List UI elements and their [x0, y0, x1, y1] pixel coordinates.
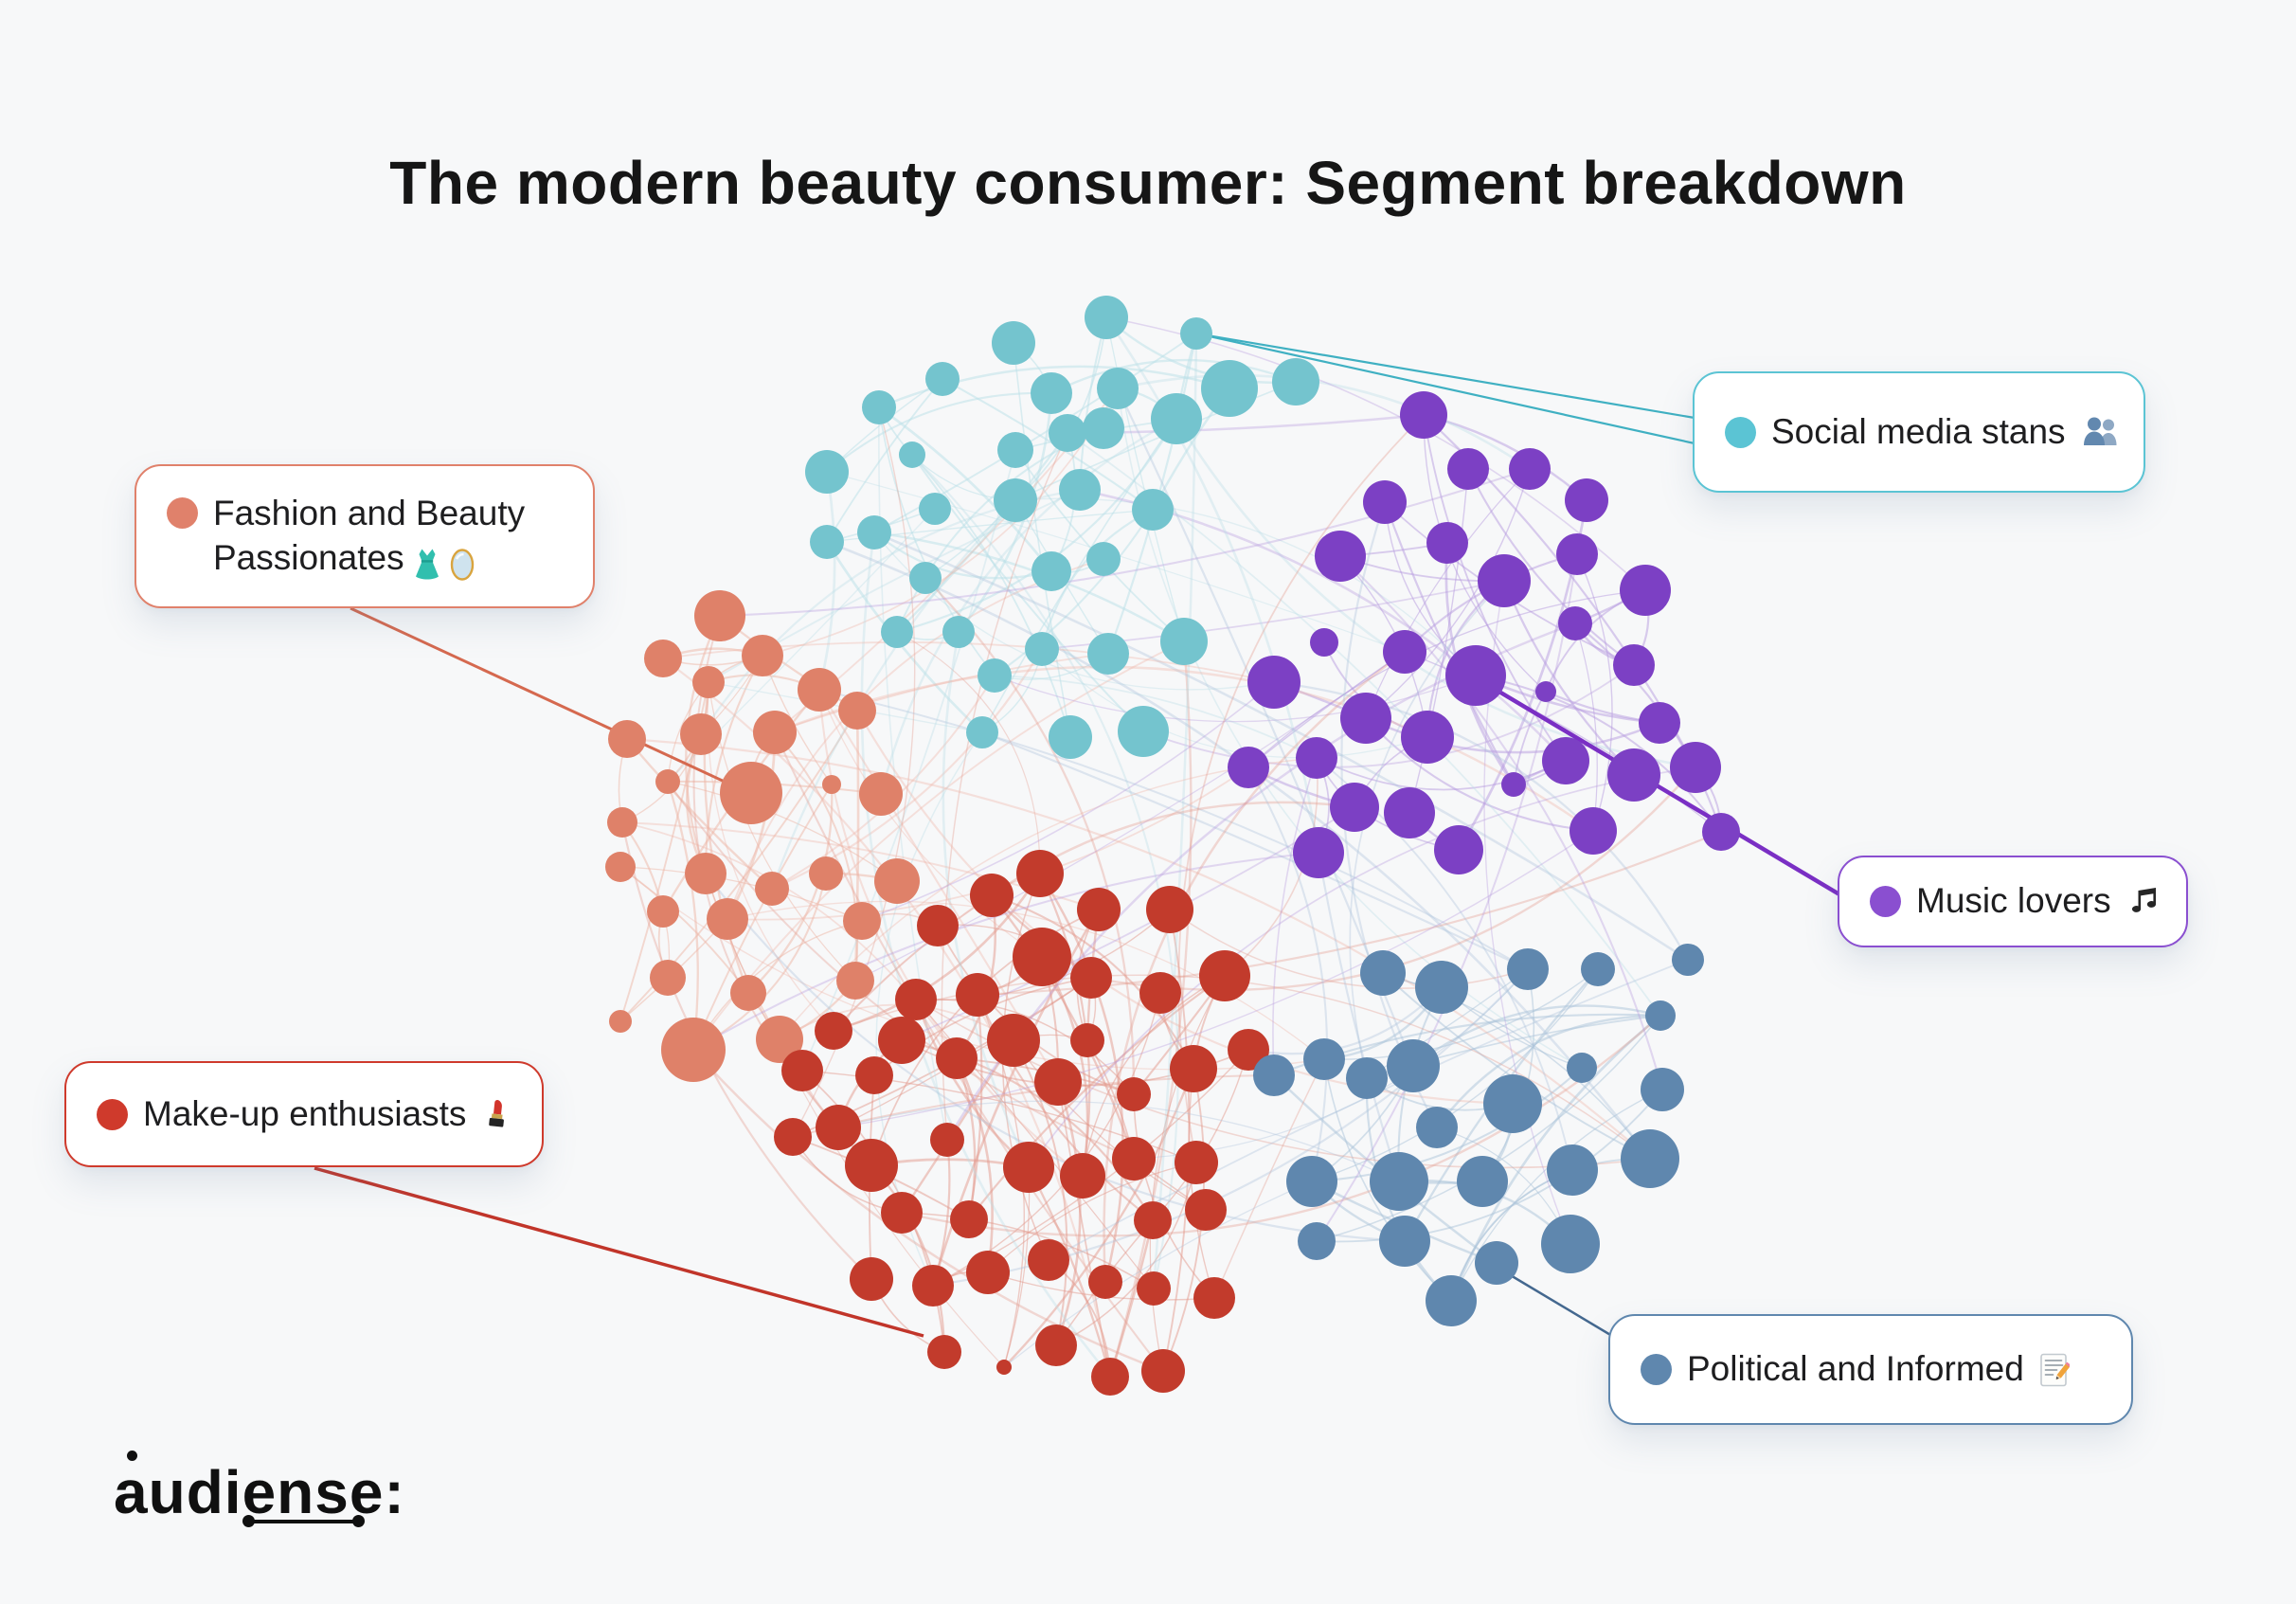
mirror-icon — [450, 549, 475, 581]
legend-dot-music — [1870, 886, 1901, 917]
audiense-logo-underline — [242, 1515, 365, 1526]
legend-dot-makeup — [97, 1098, 128, 1130]
audiense-logo: audiense: — [114, 1458, 405, 1526]
legend-label-social: Social media stans — [1771, 411, 2066, 451]
legend-political-and-informed: Political and Informed — [1608, 1314, 2133, 1425]
legend-social-media-stans: Social media stans — [1693, 371, 2145, 493]
page-title: The modern beauty consumer: Segment brea… — [389, 149, 1907, 217]
legend-dot-social — [1725, 416, 1756, 448]
dress-icon — [413, 548, 441, 582]
legend-label-political: Political and Informed — [1687, 1349, 2024, 1389]
legend-label-music: Music lovers — [1916, 881, 2111, 921]
legend-music-lovers: Music lovers — [1838, 856, 2188, 947]
legend-make-up-enthusiasts: Make-up enthusiasts — [64, 1061, 544, 1167]
legend-dot-fashion — [167, 497, 198, 529]
legend-label-makeup: Make-up enthusiasts — [143, 1093, 467, 1133]
legend-label-fashion: Fashion and Beauty Passionates — [213, 491, 525, 582]
legend-dot-political — [1641, 1354, 1672, 1385]
audiense-logo-a-dot — [127, 1451, 137, 1461]
memo-icon — [2039, 1353, 2070, 1387]
music-notes-icon — [2126, 887, 2159, 917]
legend-fashion-and-beauty-passionates: Fashion and Beauty Passionates — [135, 464, 595, 608]
busts-icon — [2081, 416, 2123, 448]
lipstick-icon — [481, 1098, 513, 1130]
